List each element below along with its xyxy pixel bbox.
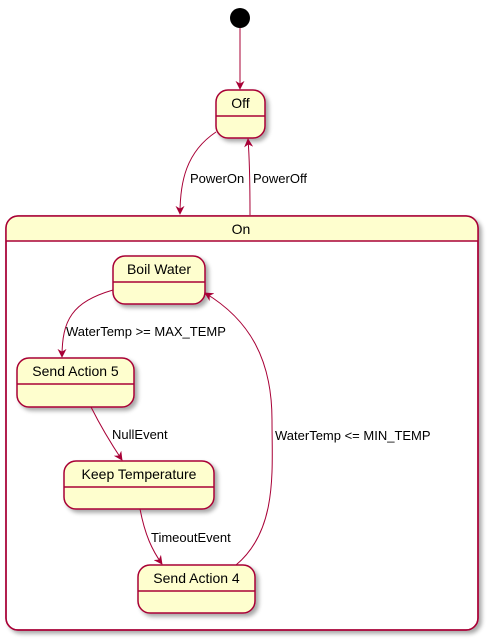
state-send-action-4-title: Send Action 4 xyxy=(153,570,240,586)
state-keep-temperature[interactable]: Keep Temperature xyxy=(63,460,215,510)
edge-timeout-event xyxy=(139,508,163,565)
edge-power-on xyxy=(175,131,217,215)
edge-label-null-event: NullEvent xyxy=(112,427,168,442)
state-boil-water-title: Boil Water xyxy=(127,261,191,277)
state-send-action-5-title: Send Action 5 xyxy=(32,363,119,379)
edge-max-temp xyxy=(57,289,114,358)
edge-label-min-temp: WaterTemp <= MIN_TEMP xyxy=(275,428,431,443)
state-keep-temperature-title: Keep Temperature xyxy=(82,466,197,482)
edge-power-off xyxy=(244,138,254,216)
edge-label-timeout-event: TimeoutEvent xyxy=(151,530,231,545)
state-on-title: On xyxy=(232,221,251,237)
state-boil-water[interactable]: Boil Water xyxy=(112,255,206,305)
state-on[interactable]: On xyxy=(5,215,479,631)
edge-null-event xyxy=(90,406,123,461)
state-off[interactable]: Off xyxy=(215,89,266,139)
edge-label-max-temp: WaterTemp >= MAX_TEMP xyxy=(66,324,226,339)
edge-min-temp xyxy=(204,292,273,566)
state-off-title: Off xyxy=(231,95,250,111)
edge-label-power-on: PowerOn xyxy=(190,171,244,186)
initial-state-dot xyxy=(230,8,250,28)
state-send-action-5[interactable]: Send Action 5 xyxy=(16,357,135,408)
state-send-action-4[interactable]: Send Action 4 xyxy=(137,564,256,614)
edge-label-power-off: PowerOff xyxy=(253,171,307,186)
